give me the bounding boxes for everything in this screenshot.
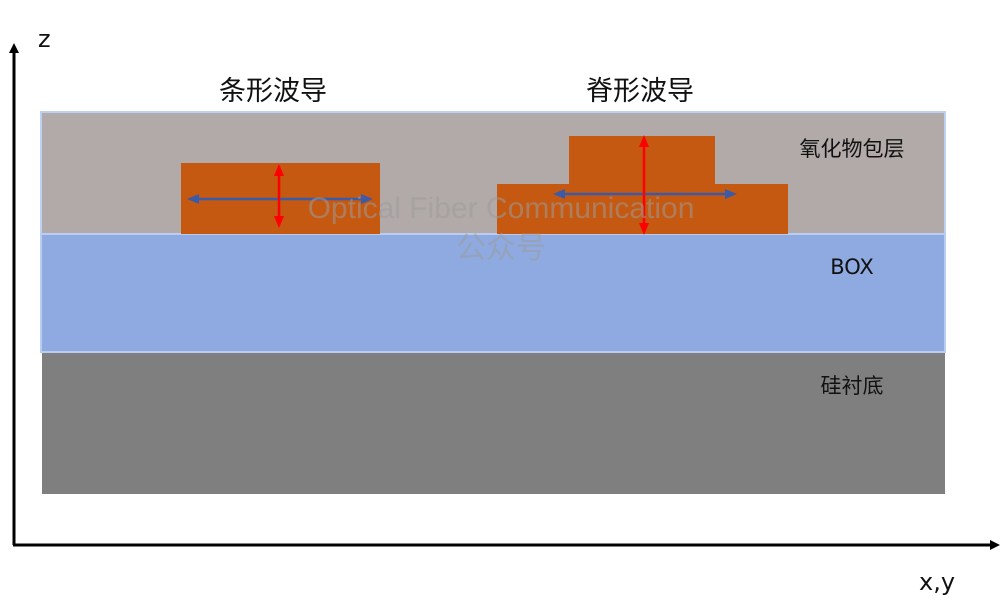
z-axis-label: z <box>38 25 51 53</box>
substrate-layer <box>42 352 945 494</box>
watermark-line-2: 公众号 <box>456 232 546 265</box>
rib-waveguide-heading: 脊形波导 <box>586 76 694 107</box>
rib-waveguide-ridge <box>569 136 715 184</box>
cladding-layer-label: 氧化物包层 <box>800 137 905 161</box>
box-layer <box>40 233 946 353</box>
substrate-layer-label: 硅衬底 <box>821 374 884 398</box>
watermark-line-1: Optical Fiber Communication <box>308 192 695 225</box>
box-layer-label: BOX <box>830 255 874 279</box>
strip-waveguide-heading: 条形波导 <box>219 76 327 107</box>
xy-axis-label: x,y <box>919 568 955 596</box>
